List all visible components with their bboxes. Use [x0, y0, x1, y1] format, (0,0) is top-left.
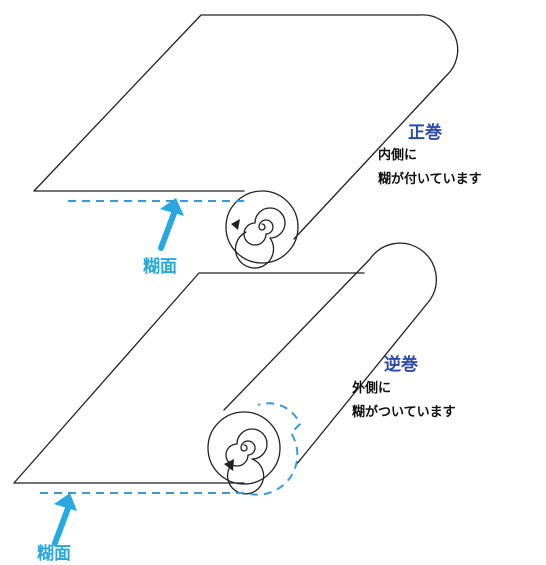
top-roll-title: 正巻: [408, 123, 442, 143]
bottom-roll-sheet: [13, 242, 437, 484]
bottom-roll-glue-line: [40, 402, 302, 496]
bottom-roll-end-circle: [207, 411, 281, 485]
top-roll-desc-line1: 内側に: [378, 148, 418, 163]
bottom-glue-arrow: [52, 493, 77, 546]
top-glue-label: 糊面: [143, 257, 177, 277]
bottom-roll-desc-line2: 糊がついています: [352, 405, 456, 420]
top-roll-spiral-arrowhead: [231, 219, 240, 230]
top-glue-arrow: [158, 198, 184, 251]
bottom-roll-spiral-arrowhead: [224, 459, 234, 471]
bottom-roll-desc-line1: 外側に: [352, 381, 392, 396]
top-roll-spiral: [234, 207, 286, 269]
top-roll-sheet: [33, 14, 459, 240]
bottom-roll-title: 逆巻: [384, 355, 418, 375]
top-roll-desc-line2: 糊が付いています: [378, 172, 482, 187]
bottom-roll-spiral: [225, 428, 268, 495]
top-roll-end-circle: [225, 190, 299, 264]
bottom-glue-label: 糊面: [37, 544, 71, 564]
